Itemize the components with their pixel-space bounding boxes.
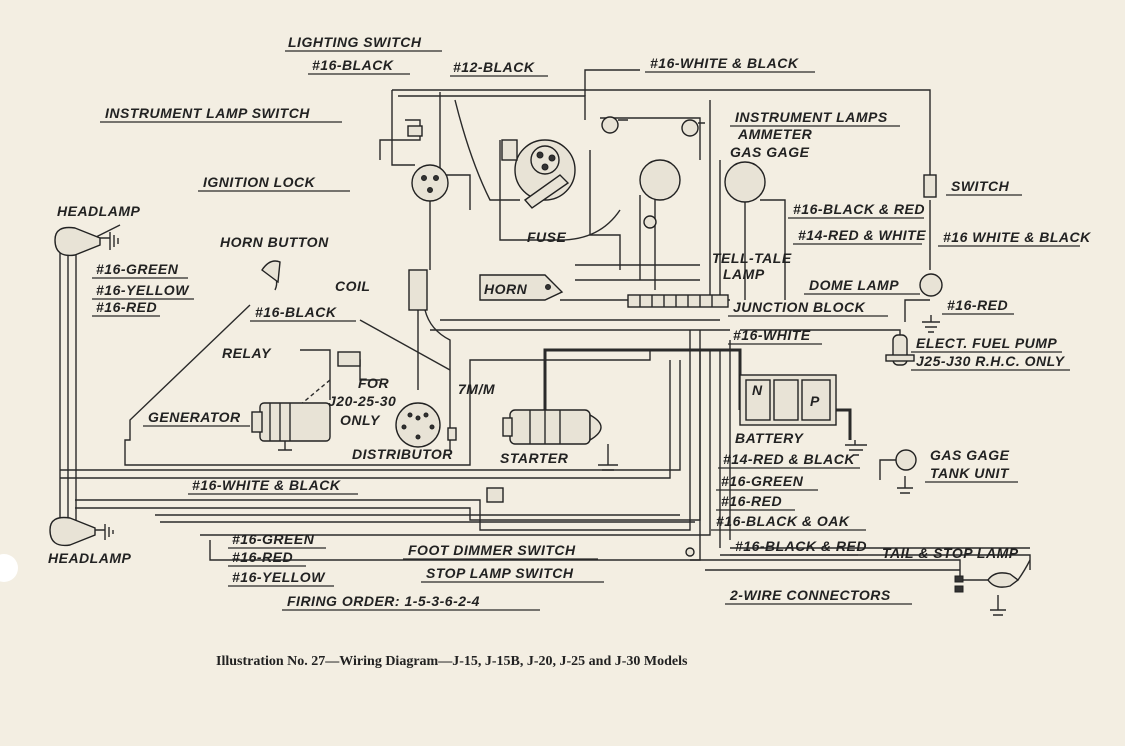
gas-gage-tank-unit xyxy=(895,449,917,471)
label-red-white14: #14-RED & WHITE xyxy=(798,227,926,243)
label-tell-tale-1: TELL-TALE xyxy=(712,250,792,266)
label-black16-b: #16-BLACK xyxy=(255,304,337,320)
label-batt-n: N xyxy=(752,382,763,398)
battery xyxy=(739,374,837,426)
label-starter: STARTER xyxy=(500,450,569,466)
label-instrument-lamp-switch: INSTRUMENT LAMP SWITCH xyxy=(105,105,310,121)
label-black12: #12-BLACK xyxy=(453,59,535,75)
label-white-black16-a: #16-WHITE & BLACK xyxy=(650,55,799,71)
label-tell-tale-2: LAMP xyxy=(723,266,765,282)
label-two-wire-connectors: 2-WIRE CONNECTORS xyxy=(729,587,891,603)
punch-hole xyxy=(0,554,18,582)
horn xyxy=(479,274,564,301)
label-yellow16-a: #16-YELLOW xyxy=(96,282,190,298)
label-tmm: 7M/M xyxy=(458,381,495,397)
elect-fuel-pump xyxy=(885,334,915,366)
foot-dimmer-switch xyxy=(486,487,504,503)
label-white-black16-c: #16-WHITE & BLACK xyxy=(192,477,341,493)
label-red16-c: #16-RED xyxy=(721,493,782,509)
label-fuse: FUSE xyxy=(527,229,567,245)
wires xyxy=(59,69,1031,581)
label-stop-lamp-switch: STOP LAMP SWITCH xyxy=(426,565,574,581)
label-lighting-switch: LIGHTING SWITCH xyxy=(288,34,422,50)
label-black16-a: #16-BLACK xyxy=(312,57,394,73)
instrument-lamps xyxy=(601,116,705,137)
headlamp-bottom xyxy=(49,516,114,547)
headlamp-top xyxy=(54,226,119,257)
generator xyxy=(251,402,331,451)
label-horn-button: HORN BUTTON xyxy=(220,234,329,250)
junction-block xyxy=(627,294,729,308)
switch xyxy=(923,174,937,198)
label-horn: HORN xyxy=(484,281,528,297)
tell-tale-lamp xyxy=(643,215,657,229)
gas-gage xyxy=(724,161,766,203)
label-generator: GENERATOR xyxy=(148,409,241,425)
label-green16-a: #16-GREEN xyxy=(96,261,179,277)
label-instrument-lamps: INSTRUMENT LAMPS xyxy=(735,109,888,125)
label-fuel-pump-1: ELECT. FUEL PUMP xyxy=(916,335,1057,351)
label-ignition-lock: IGNITION LOCK xyxy=(203,174,316,190)
instrument-lamp-switch xyxy=(407,125,423,137)
label-junction-block: JUNCTION BLOCK xyxy=(733,299,866,315)
label-headlamp-top: HEADLAMP xyxy=(57,203,140,219)
dome-lamp xyxy=(919,273,943,297)
label-battery: BATTERY xyxy=(735,430,804,446)
two-wire-connectors xyxy=(954,575,964,593)
relay xyxy=(337,351,361,367)
label-for-2: J20-25-30 xyxy=(328,393,396,409)
label-coil: COIL xyxy=(335,278,370,294)
label-switch: SWITCH xyxy=(951,178,1010,194)
label-distributor: DISTRIBUTOR xyxy=(352,446,453,462)
label-red16-d: #16-RED xyxy=(232,549,293,565)
label-yellow16-b: #16-YELLOW xyxy=(232,569,326,585)
label-black-oak16: #16-BLACK & OAK xyxy=(716,513,850,529)
ground-symbols xyxy=(845,315,1006,616)
distributor xyxy=(395,402,457,448)
label-red16-a: #16-RED xyxy=(96,299,157,315)
label-gas-gage: GAS GAGE xyxy=(730,144,810,160)
label-black-red16-b: #16-BLACK & RED xyxy=(735,538,867,554)
ignition-lock xyxy=(411,164,449,202)
label-fuel-pump-2: J25-J30 R.H.C. ONLY xyxy=(916,353,1066,369)
labels: LIGHTING SWITCH #16-BLACK #12-BLACK #16-… xyxy=(48,34,1091,611)
label-red16-b: #16-RED xyxy=(947,297,1008,313)
lighting-switch xyxy=(501,139,576,209)
tail-stop-lamp xyxy=(987,572,1020,588)
label-red-black14: #14-RED & BLACK xyxy=(723,451,855,467)
figure-caption: Illustration No. 27—Wiring Diagram—J-15,… xyxy=(216,654,688,669)
label-batt-p: P xyxy=(810,393,820,409)
starter xyxy=(502,409,618,471)
label-gas-gage-tank-1: GAS GAGE xyxy=(930,447,1010,463)
label-dome-lamp: DOME LAMP xyxy=(809,277,899,293)
label-black-red16-a: #16-BLACK & RED xyxy=(793,201,925,217)
ammeter xyxy=(639,159,681,201)
label-headlamp-bottom: HEADLAMP xyxy=(48,550,131,566)
label-white16: #16-WHITE xyxy=(733,327,811,343)
label-white-black16-b: #16 WHITE & BLACK xyxy=(943,229,1091,245)
coil xyxy=(408,269,428,311)
label-relay: RELAY xyxy=(222,345,272,361)
label-tail-stop-lamp: TAIL & STOP LAMP xyxy=(882,545,1019,561)
label-gas-gage-tank-2: TANK UNIT xyxy=(930,465,1010,481)
label-ammeter: AMMETER xyxy=(737,126,813,142)
label-green16-b: #16-GREEN xyxy=(721,473,804,489)
label-foot-dimmer-switch: FOOT DIMMER SWITCH xyxy=(408,542,576,558)
label-firing-order: FIRING ORDER: 1-5-3-6-2-4 xyxy=(287,593,480,609)
horn-button xyxy=(261,260,281,284)
label-for-3: ONLY xyxy=(340,412,381,428)
label-for-1: FOR xyxy=(358,375,389,391)
label-green16-c: #16-GREEN xyxy=(232,531,315,547)
stop-lamp-switch xyxy=(685,547,695,557)
